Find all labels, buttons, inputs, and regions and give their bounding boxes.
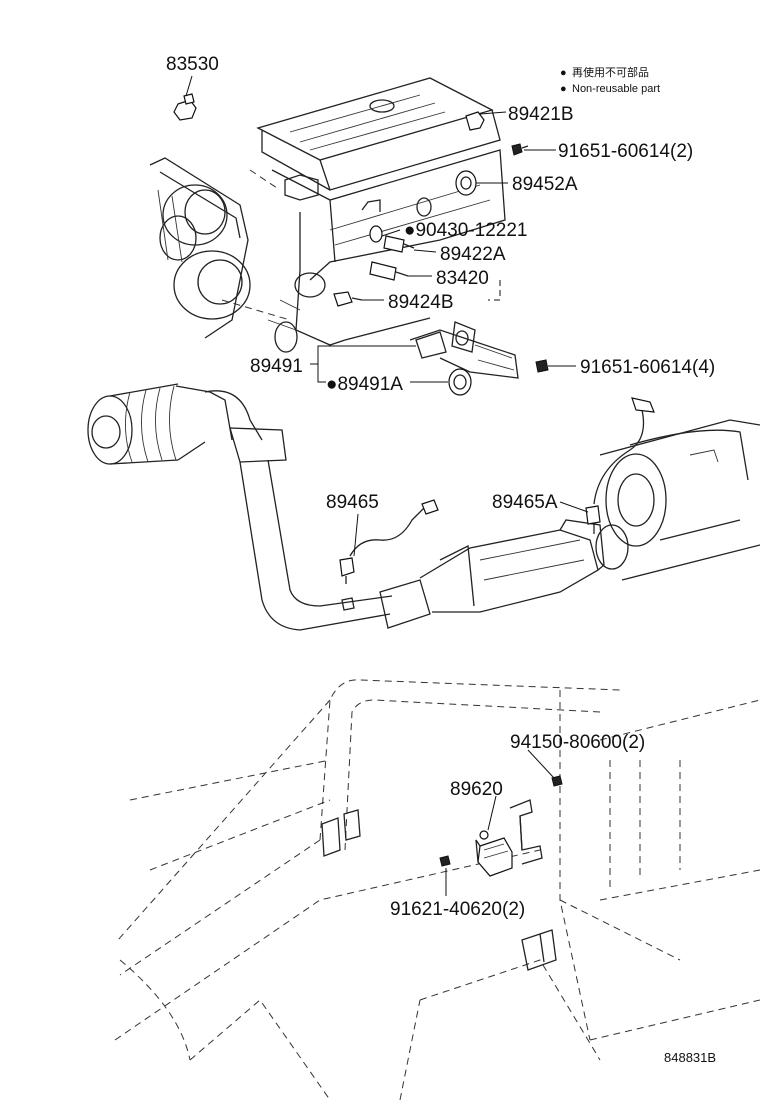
label-90430-12221: ●90430-12221 — [404, 220, 527, 241]
part-89424B — [333, 291, 363, 307]
label-89491: 89491 — [250, 356, 303, 377]
part-89620-ecu — [475, 830, 513, 877]
part-89491A-gasket — [448, 368, 472, 396]
label-91621-40620-2: 91621-40620(2) — [390, 899, 525, 920]
part-91651-bolt-upper — [511, 143, 529, 156]
label-89452A: 89452A — [512, 174, 578, 195]
label-89491A: ●89491A — [326, 374, 403, 395]
label-83530: 83530 — [166, 54, 219, 75]
part-89452A — [455, 170, 477, 196]
label-89465: 89465 — [326, 492, 379, 513]
label-91651-60614-4: 91651-60614(4) — [580, 357, 715, 378]
exhaust-illustration — [87, 383, 760, 631]
part-89465-sensor — [339, 499, 439, 584]
engine-illustration — [149, 77, 506, 353]
leaders-body — [445, 749, 555, 896]
label-89421B: 89421B — [508, 104, 574, 125]
part-91621-bolt — [439, 855, 451, 867]
label-91651-60614-2: 91651-60614(2) — [558, 141, 693, 162]
air-fuel-sensor-bracket — [409, 321, 519, 379]
part-89421B — [465, 111, 485, 131]
leaders-exhaust — [353, 501, 589, 557]
body-illustration — [114, 679, 760, 1101]
label-94150-80600-2: 94150-80600(2) — [510, 732, 645, 753]
part-89465A-sensor — [585, 397, 655, 534]
legend-bullet-1: ● — [560, 67, 567, 79]
part-91651-bolt-lower — [535, 359, 549, 373]
legend-bullet-2: ● — [560, 83, 567, 95]
label-89620: 89620 — [450, 779, 503, 800]
legend-text-jp: 再使用不可部品 — [572, 65, 649, 79]
legend-text-en: Non-reusable part — [572, 83, 660, 95]
figure-code: 848831B — [664, 1050, 716, 1065]
part-83530 — [173, 93, 197, 121]
leaders-engine — [185, 75, 576, 383]
part-83420 — [369, 261, 409, 281]
label-89424B: 89424B — [388, 292, 454, 313]
legend: ● 再使用不可部品 ● Non-reusable part — [560, 65, 660, 95]
part-90430-gasket — [369, 225, 383, 243]
part-89422A — [383, 235, 415, 253]
label-83420: 83420 — [436, 268, 489, 289]
label-89422A: 89422A — [440, 244, 506, 265]
label-89465A: 89465A — [492, 492, 558, 513]
part-94150-bolt — [551, 775, 563, 787]
